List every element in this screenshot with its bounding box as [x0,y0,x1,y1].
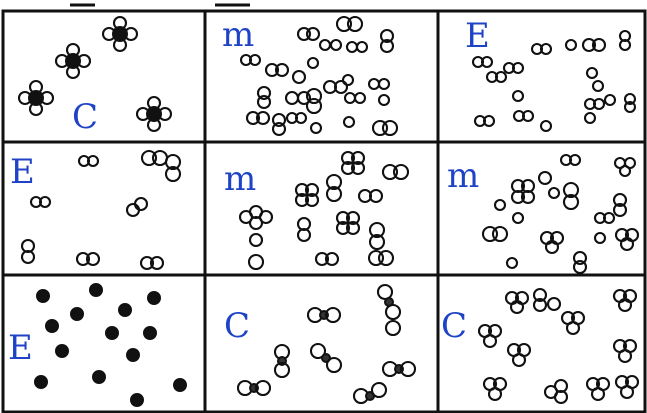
molecule [19,81,53,115]
diatomic-group [241,17,397,135]
particles-r3c1 [35,284,186,406]
particles-r2c3 [483,155,638,273]
cell-label-r3c1: E [8,328,33,368]
cell-label-r1c1: C [72,97,98,137]
particles-r1c2 [241,17,397,135]
cell-label-r2c1: E [10,152,35,192]
particles-r3c3 [479,289,638,403]
molecule [56,44,90,78]
cell-label-r2c2: m [224,159,256,199]
particles-r2c2 [240,152,408,269]
cell-label-r1c2: m [222,15,254,55]
particles-r3c2 [238,285,415,403]
cell-label-r3c2: C [224,306,250,346]
particles-r1c3 [473,31,635,131]
cell-label-r2c3: m [447,156,479,196]
cell-label-r3c3: C [441,306,467,346]
molecule [103,17,137,51]
molecule [137,97,171,131]
cell-label-r1c3: E [465,16,490,56]
particles-r2c1 [22,151,180,269]
